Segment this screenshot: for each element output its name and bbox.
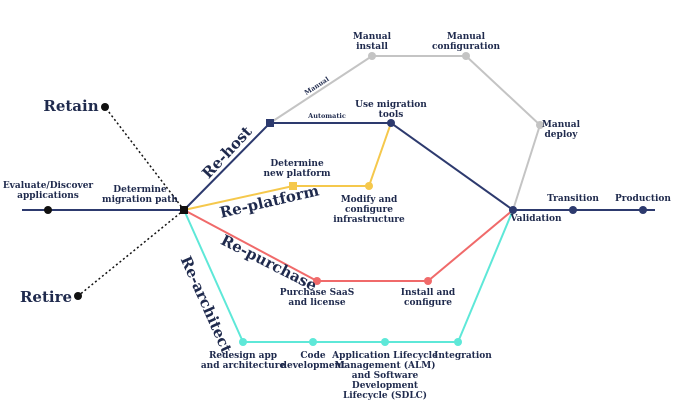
manual-install-node <box>368 52 376 60</box>
validation-node <box>509 206 517 214</box>
replatform-path <box>183 122 392 211</box>
retain-edge <box>104 106 185 211</box>
code-development-node <box>309 338 317 346</box>
retire-label: Retire <box>19 288 73 306</box>
determine-new-platform-node <box>289 182 297 190</box>
manual-deploy-node <box>536 121 544 129</box>
use-migration-tools-node <box>387 119 395 127</box>
retain-node <box>101 103 109 111</box>
production-label: Production <box>615 194 671 204</box>
repurchase-path <box>183 209 514 282</box>
modify-configure-label: Modify and configure infrastructure <box>333 195 405 225</box>
manual-deploy-label: Manual deploy <box>541 120 581 140</box>
purchase-saas-node <box>313 277 321 285</box>
redesign-app-label: Redesign app and architecture <box>200 351 286 371</box>
install-configure-label: Install and configure <box>400 288 456 308</box>
retain-label: Retain <box>43 97 99 115</box>
production-node <box>639 206 647 214</box>
use-migration-tools-label: Use migration tools <box>355 100 427 120</box>
automatic-edge-label: Automatic <box>308 112 346 120</box>
determine-new-platform-label: Determine new platform <box>263 159 331 179</box>
manual-configuration-node <box>462 52 470 60</box>
integration-label: Integration <box>434 351 492 361</box>
purchase-saas-label: Purchase SaaS and license <box>279 288 355 308</box>
rehost-path <box>183 122 514 211</box>
alm-sdlc-node <box>381 338 389 346</box>
install-configure-node <box>424 277 432 285</box>
retire-node <box>74 292 82 300</box>
determine-path-label: Determine migration path <box>102 185 178 205</box>
transition-node <box>569 206 577 214</box>
code-development-label: Code development <box>280 351 346 371</box>
redesign-app-node <box>239 338 247 346</box>
retire-edge <box>77 209 185 297</box>
rearchitect-path <box>183 209 514 343</box>
rehost-node <box>266 119 274 127</box>
validation-label: Validation <box>510 214 562 224</box>
transition-label: Transition <box>547 194 599 204</box>
integration-node <box>454 338 462 346</box>
alm-sdlc-label: Application Lifecycle Management (ALM) a… <box>332 351 438 401</box>
determine-path-node <box>180 206 188 214</box>
manual-install-label: Manual install <box>352 32 392 52</box>
manual-configuration-label: Manual configuration <box>431 32 501 52</box>
evaluate-label: Evaluate/Discover applications <box>2 181 94 201</box>
modify-configure-node <box>365 182 373 190</box>
evaluate-node <box>44 206 52 214</box>
